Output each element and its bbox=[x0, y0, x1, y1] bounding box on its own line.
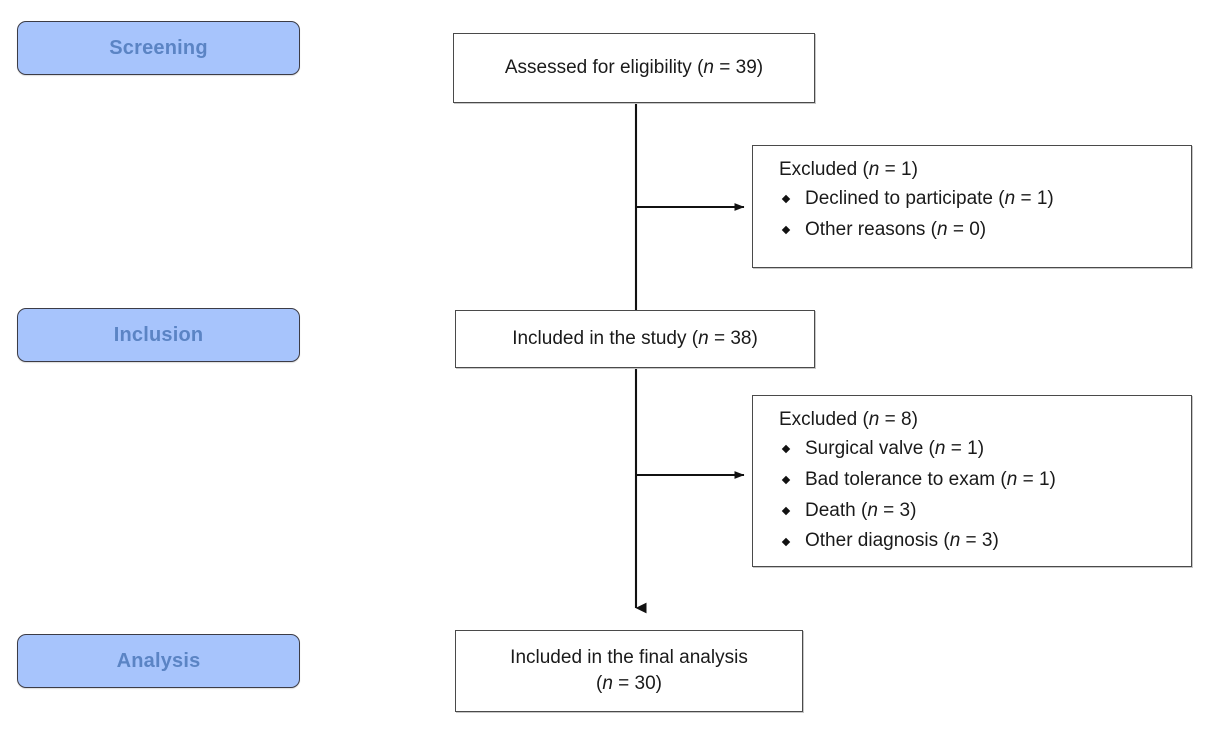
diamond-bullet-icon bbox=[781, 225, 791, 235]
exclusion-2-reason-2-n: n bbox=[867, 499, 878, 521]
diamond-bullet-icon bbox=[781, 195, 791, 204]
stage-label-screening: Screening bbox=[109, 37, 208, 59]
exclusion-2-reason-0-n: n bbox=[934, 438, 946, 460]
list-item: Declined to participate (n = 1) bbox=[779, 184, 1191, 215]
exclusion-2-reason-2-suffix: = 3) bbox=[877, 499, 917, 521]
exclusion-2-reason-3-n: n bbox=[949, 530, 961, 552]
diamond-bullet-icon bbox=[781, 506, 791, 516]
final-line1: Included in the final analysis bbox=[510, 647, 748, 669]
exclusion-2-reason-1-label: Bad tolerance to exam ( bbox=[805, 468, 1007, 490]
exclusion-1-reason-0-n: n bbox=[1004, 188, 1016, 210]
exclusion-2-reason-2-label: Death ( bbox=[805, 499, 868, 521]
exclusion-box-inclusion[interactable]: Excluded (n = 8) Surgical valve (n = 1) … bbox=[752, 395, 1192, 567]
assessed-prefix: Assessed for eligibility ( bbox=[504, 57, 704, 79]
included-prefix: Included in the study ( bbox=[512, 328, 699, 350]
exclusion-1-reason-1-suffix: = 0) bbox=[947, 218, 987, 240]
exclusion-1-n-symbol: n bbox=[868, 159, 880, 180]
list-item: Other reasons (n = 0) bbox=[779, 215, 1191, 246]
list-item: Bad tolerance to exam (n = 1) bbox=[779, 465, 1191, 496]
diamond-bullet-icon bbox=[781, 537, 791, 546]
exclusion-1-reason-list: Declined to participate (n = 1) Other re… bbox=[779, 184, 1191, 246]
stage-label-inclusion: Inclusion bbox=[113, 324, 204, 346]
exclusion-1-title-suffix: = 1) bbox=[879, 159, 918, 180]
exclusion-2-reason-1-n: n bbox=[1006, 468, 1018, 490]
exclusion-2-reason-1-suffix: = 1) bbox=[1017, 468, 1056, 490]
flow-box-included-text: Included in the study (n = 38) bbox=[512, 326, 758, 352]
flow-box-final-text: Included in the final analysis (n = 30) bbox=[510, 645, 748, 696]
flow-box-included-in-final-analysis[interactable]: Included in the final analysis (n = 30) bbox=[455, 630, 803, 712]
diamond-bullet-icon bbox=[781, 445, 791, 454]
exclusion-2-title-prefix: Excluded ( bbox=[779, 409, 869, 430]
exclusion-2-reason-list: Surgical valve (n = 1) Bad tolerance to … bbox=[779, 434, 1191, 557]
included-n-symbol: n bbox=[698, 328, 709, 350]
diamond-bullet-icon bbox=[781, 475, 791, 485]
stage-label-analysis: Analysis bbox=[116, 650, 201, 672]
assessed-n-symbol: n bbox=[703, 57, 714, 79]
flow-box-included-in-study[interactable]: Included in the study (n = 38) bbox=[455, 310, 815, 368]
exclusion-2-title: Excluded (n = 8) bbox=[779, 407, 1191, 432]
exclusion-1-title-prefix: Excluded ( bbox=[779, 159, 869, 180]
assessed-suffix: = 39) bbox=[713, 57, 764, 79]
exclusion-2-reason-3-suffix: = 3) bbox=[960, 530, 999, 552]
flow-box-assessed-for-eligibility[interactable]: Assessed for eligibility (n = 39) bbox=[453, 33, 815, 103]
exclusion-2-title-suffix: = 8) bbox=[879, 409, 918, 430]
list-item: Other diagnosis (n = 3) bbox=[779, 526, 1191, 557]
list-item: Death (n = 3) bbox=[779, 496, 1191, 527]
list-item: Surgical valve (n = 1) bbox=[779, 434, 1191, 465]
stage-pill-inclusion[interactable]: Inclusion bbox=[17, 308, 300, 362]
exclusion-1-reason-1-n: n bbox=[937, 218, 948, 240]
final-suffix: = 30) bbox=[612, 673, 663, 694]
stage-pill-screening[interactable]: Screening bbox=[17, 21, 300, 75]
exclusion-box-screening[interactable]: Excluded (n = 1) Declined to participate… bbox=[752, 145, 1192, 268]
included-suffix: = 38) bbox=[708, 328, 758, 350]
exclusion-2-reason-3-label: Other diagnosis ( bbox=[805, 530, 950, 552]
exclusion-1-reason-1-label: Other reasons ( bbox=[805, 218, 937, 240]
stage-pill-analysis[interactable]: Analysis bbox=[17, 634, 300, 688]
final-n-symbol: n bbox=[602, 673, 613, 694]
exclusion-2-reason-0-label: Surgical valve ( bbox=[805, 438, 935, 460]
exclusion-1-reason-0-suffix: = 1) bbox=[1015, 188, 1054, 210]
exclusion-2-reason-0-suffix: = 1) bbox=[945, 438, 985, 460]
flow-box-assessed-text: Assessed for eligibility (n = 39) bbox=[505, 55, 763, 81]
final-prefix: ( bbox=[595, 673, 603, 694]
exclusion-2-n-symbol: n bbox=[868, 409, 880, 430]
exclusion-1-title: Excluded (n = 1) bbox=[779, 157, 1191, 182]
exclusion-1-reason-0-label: Declined to participate ( bbox=[805, 188, 1005, 210]
